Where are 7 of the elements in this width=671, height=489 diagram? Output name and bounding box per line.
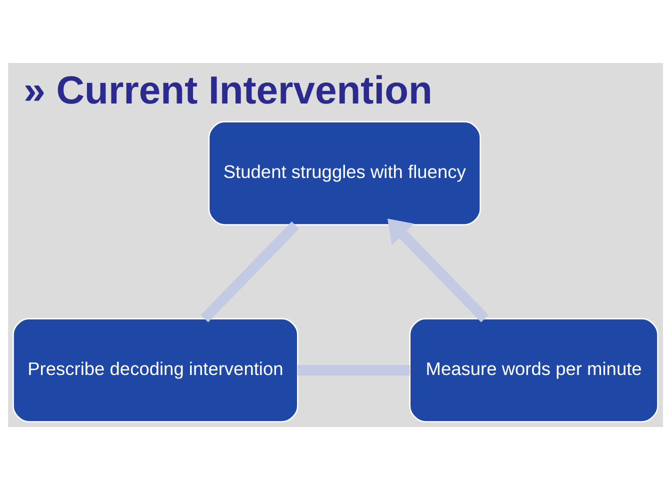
arrow xyxy=(388,218,489,322)
node-box: Prescribe decoding intervention xyxy=(12,318,298,422)
diagram-title: » Current Intervention xyxy=(24,68,432,112)
connector xyxy=(200,220,300,322)
node-box: Student struggles with fluency xyxy=(208,120,481,225)
connector xyxy=(298,364,410,375)
node-box: Measure words per minute xyxy=(409,318,658,422)
